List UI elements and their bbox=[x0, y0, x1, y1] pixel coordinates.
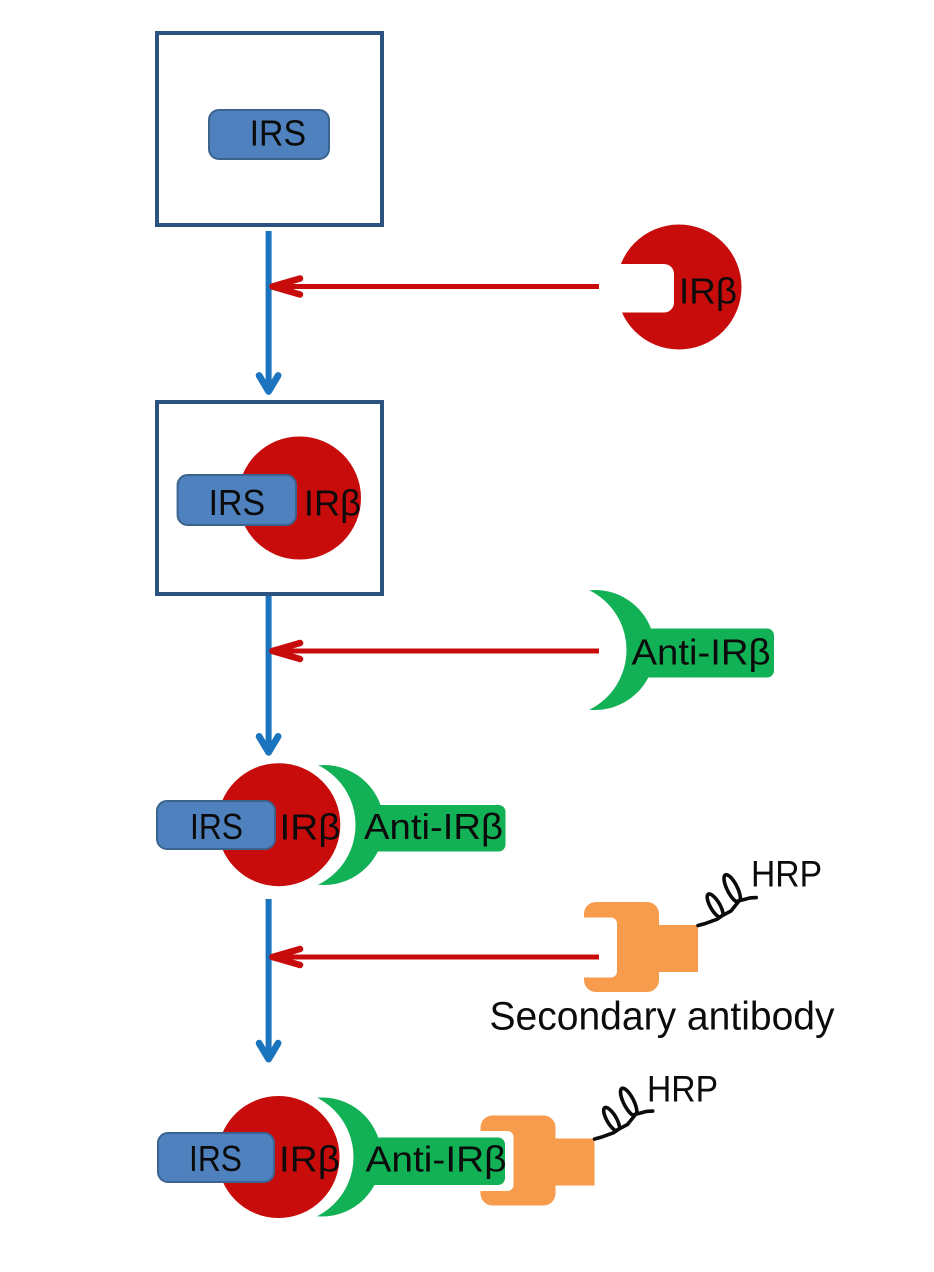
svg-text:HRP: HRP bbox=[647, 1069, 718, 1110]
svg-text:IRβ: IRβ bbox=[679, 271, 737, 312]
svg-text:Secondary antibody: Secondary antibody bbox=[490, 995, 835, 1039]
svg-text:IRS: IRS bbox=[209, 482, 266, 523]
svg-text:IRS: IRS bbox=[189, 1138, 242, 1179]
svg-text:IRS: IRS bbox=[190, 806, 243, 847]
svg-text:IRβ: IRβ bbox=[279, 1139, 340, 1180]
svg-text:IRβ: IRβ bbox=[280, 807, 341, 848]
svg-text:Anti-IRβ: Anti-IRβ bbox=[632, 632, 771, 673]
svg-text:Anti-IRβ: Anti-IRβ bbox=[364, 806, 503, 847]
svg-text:IRS: IRS bbox=[250, 113, 307, 154]
svg-text:IRβ: IRβ bbox=[304, 483, 361, 524]
svg-text:HRP: HRP bbox=[751, 854, 822, 895]
svg-text:Anti-IRβ: Anti-IRβ bbox=[366, 1139, 507, 1180]
